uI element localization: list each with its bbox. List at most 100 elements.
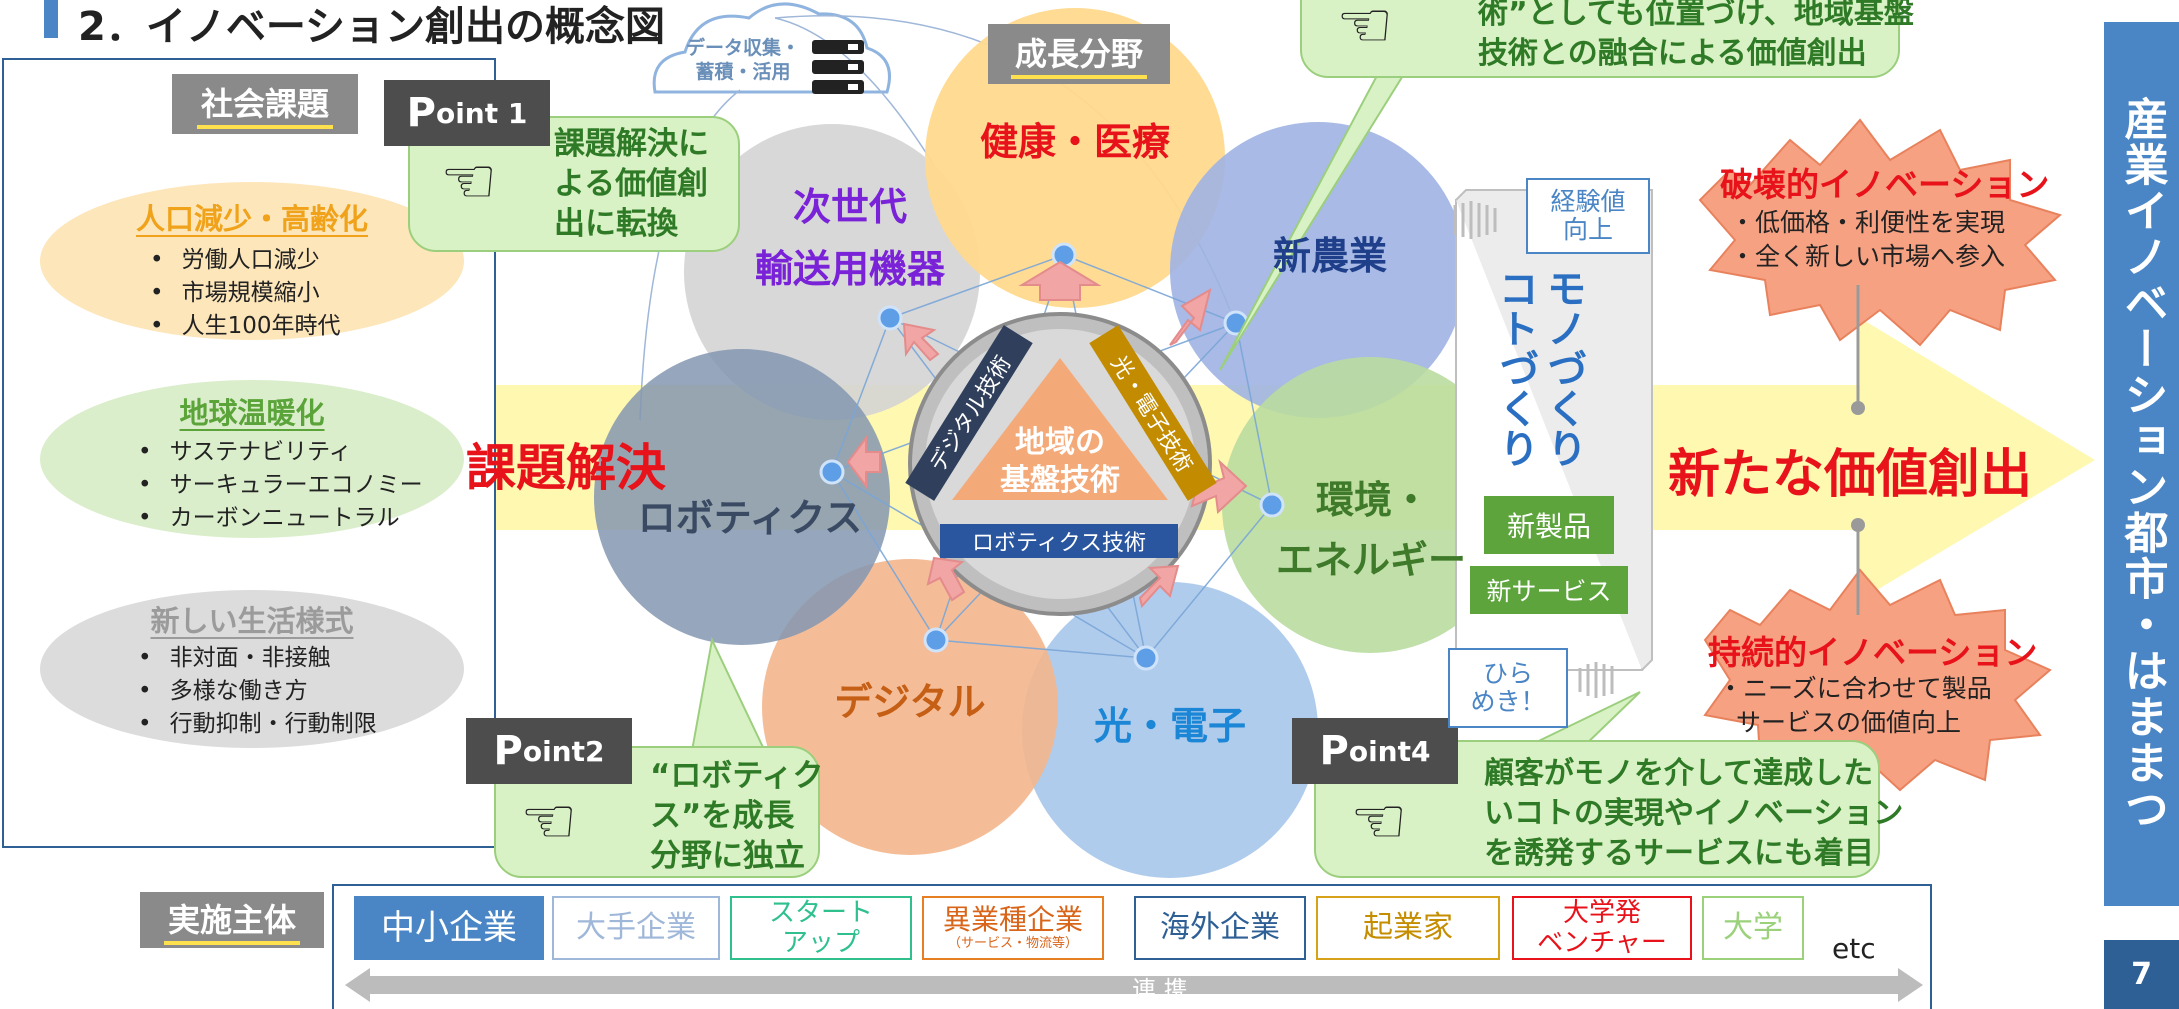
social-issues-tag: 社会課題	[172, 74, 358, 134]
problem-solving-label: 課題解決	[466, 439, 666, 497]
actor-cross-industry-line: 異業種企業	[942, 903, 1083, 936]
pointing-hand-icon: ☜	[440, 145, 498, 219]
pointing-hand-icon: ☜	[1336, 0, 1394, 63]
social-issues-tag-label: 社会課題	[196, 79, 333, 129]
data-cloud-label-line: データ収集・	[685, 37, 800, 59]
hub-core-label-line: 基盤技術	[1000, 463, 1120, 498]
point3-text: 術”としても位置づけ、地域基盤 技術との融合による価値創出	[1478, 0, 1914, 74]
server-icon	[812, 40, 864, 94]
point2-text-line: ス”を成長	[650, 798, 795, 834]
bubble-env-label: 環境・ エネルギー	[1276, 470, 1476, 590]
bubble-transport-label-line: 次世代	[792, 185, 907, 229]
pointing-hand-icon: ☜	[1350, 785, 1408, 859]
issue-list-lifestyle: 非対面・非接触 多様な働き方 行動抑制・行動制限	[138, 642, 377, 741]
bubble-transport-label-line: 輸送用機器	[754, 247, 945, 291]
bubble-digital	[762, 559, 1058, 855]
bubble-agri	[1170, 122, 1466, 418]
link-label: 連 携	[1132, 976, 1188, 1004]
issue-list-warming: サステナビリティ サーキュラーエコノミー カーボンニュートラル	[138, 436, 423, 535]
bubble-robotics	[594, 349, 890, 645]
point2-tag-rest: oint2	[522, 734, 605, 768]
point4-text-line: を誘発するサービスにも着目	[1484, 836, 1874, 871]
disruptive-burst	[1698, 118, 2063, 347]
actor-university-venture-line: ベンチャー	[1537, 928, 1667, 958]
point1-text-line: 課題解決に	[554, 126, 709, 162]
bubble-env-label-line: エネルギー	[1276, 538, 1467, 582]
list-item: 非対面・非接触	[138, 642, 377, 675]
actor-startup-line: アップ	[781, 928, 860, 958]
point2-text: “ロボティク ス”を成長 分野に独立	[650, 756, 824, 876]
point3-text-line: 術”としても位置づけ、地域基盤	[1478, 0, 1914, 31]
pointing-hand-icon: ☜	[520, 785, 578, 859]
point4-text-line: いコトの実現やイノベーション	[1484, 796, 1904, 831]
experience-box-line: 経験値	[1550, 187, 1626, 216]
data-cloud-label-line: 蓄積・活用	[695, 61, 791, 83]
data-cloud-label: データ収集・ 蓄積・活用	[680, 36, 806, 84]
bubble-health-label: 健康・医療	[979, 120, 1170, 164]
point2-text-line: “ロボティク	[650, 758, 824, 794]
actors-tag: 実施主体	[140, 892, 324, 948]
list-item: 行動抑制・行動制限	[138, 708, 377, 741]
point4-text: 顧客がモノを介して達成した いコトの実現やイノベーション を誘発するサービスにも…	[1484, 754, 1903, 874]
experience-box: 経験値 向上	[1526, 178, 1650, 254]
list-item: ・ニーズに合わせて製品	[1718, 674, 1992, 703]
issue-title-lifestyle: 新しい生活様式	[150, 604, 354, 638]
actor-university-venture: 大学発 ベンチャー	[1512, 896, 1692, 960]
side-band-label: 産業イノベーション都市・はままつ	[2116, 96, 2168, 832]
sustaining-items: ・ニーズに合わせて製品 サービスの価値向上	[1718, 672, 1992, 740]
list-item: ・低価格・利便性を実現	[1730, 208, 2006, 237]
point2-tag-p: P	[493, 728, 523, 774]
monozukuri-label: モノづくり	[1540, 268, 1586, 468]
actor-cross-industry: 異業種企業 （サービス・物流等）	[922, 896, 1104, 960]
actors-tag-label: 実施主体	[163, 895, 300, 945]
inspiration-box: ひら めき！	[1448, 648, 1568, 728]
bubble-transport-label: 次世代 輸送用機器	[700, 176, 1000, 300]
bubble-photon-label: 光・電子	[1093, 704, 1246, 748]
actor-large: 大手企業	[552, 896, 720, 960]
point1-text-line: 出に転換	[554, 206, 678, 242]
point3-text-line: 技術との融合による価値創出	[1478, 36, 1867, 71]
actors-panel	[332, 884, 1932, 1009]
issue-list-population: 労働人口減少 市場規模縮小 人生100年時代	[150, 244, 341, 343]
hub-robotics-tech: ロボティクス技術	[940, 524, 1178, 558]
hub-core-label-line: 地域の	[1015, 425, 1105, 460]
side-band: 産業イノベーション都市・はままつ	[2104, 22, 2179, 906]
list-item: 市場規模縮小	[150, 277, 340, 310]
point4-text-line: 顧客がモノを介して達成した	[1484, 756, 1874, 791]
bubble-agri-label: 新農業	[1272, 234, 1387, 278]
page-title: 2．イノベーション創出の概念図	[78, 4, 666, 50]
point1-text: 課題解決に よる価値創 出に転換	[554, 124, 709, 244]
point1-text-line: よる価値創	[554, 166, 709, 202]
point2-text-line: 分野に独立	[650, 838, 805, 874]
actor-startup: スタート アップ	[730, 896, 912, 960]
list-item: ・全く新しい市場へ参入	[1730, 242, 2006, 271]
kotozukuri-label: コトづくり	[1492, 268, 1538, 468]
actor-university: 大学	[1702, 896, 1804, 960]
growth-field-tag: 成長分野	[988, 24, 1170, 84]
point1-tag-p: P	[406, 90, 436, 136]
sustaining-title: 持続的イノベーション	[1708, 633, 2038, 672]
hub-triangle	[952, 358, 1168, 500]
new-product-label: 新製品	[1484, 496, 1614, 554]
title-accent-bar	[44, 0, 58, 38]
bubble-robotics-label: ロボティクス	[637, 496, 863, 540]
point4-tag-p: P	[1319, 728, 1349, 774]
disruptive-items: ・低価格・利便性を実現 ・全く新しい市場へ参入	[1730, 206, 2005, 274]
page-number: 7	[2104, 940, 2179, 1009]
list-item: 人生100年時代	[150, 310, 341, 343]
actor-overseas: 海外企業	[1134, 896, 1306, 960]
link-arrow	[345, 968, 1923, 1002]
bubble-digital-label: デジタル	[834, 680, 986, 724]
bubble-photon	[1022, 582, 1318, 878]
issue-title-warming: 地球温暖化	[179, 396, 325, 430]
inspiration-box-line: ひら	[1482, 659, 1533, 688]
actor-cross-industry-line: （サービス・物流等）	[947, 936, 1078, 951]
point3-callout	[1300, 0, 1900, 78]
list-item: カーボンニュートラル	[138, 502, 423, 535]
actor-university-venture-line: 大学発	[1562, 898, 1641, 928]
point4-tag-rest: oint4	[1348, 734, 1431, 768]
